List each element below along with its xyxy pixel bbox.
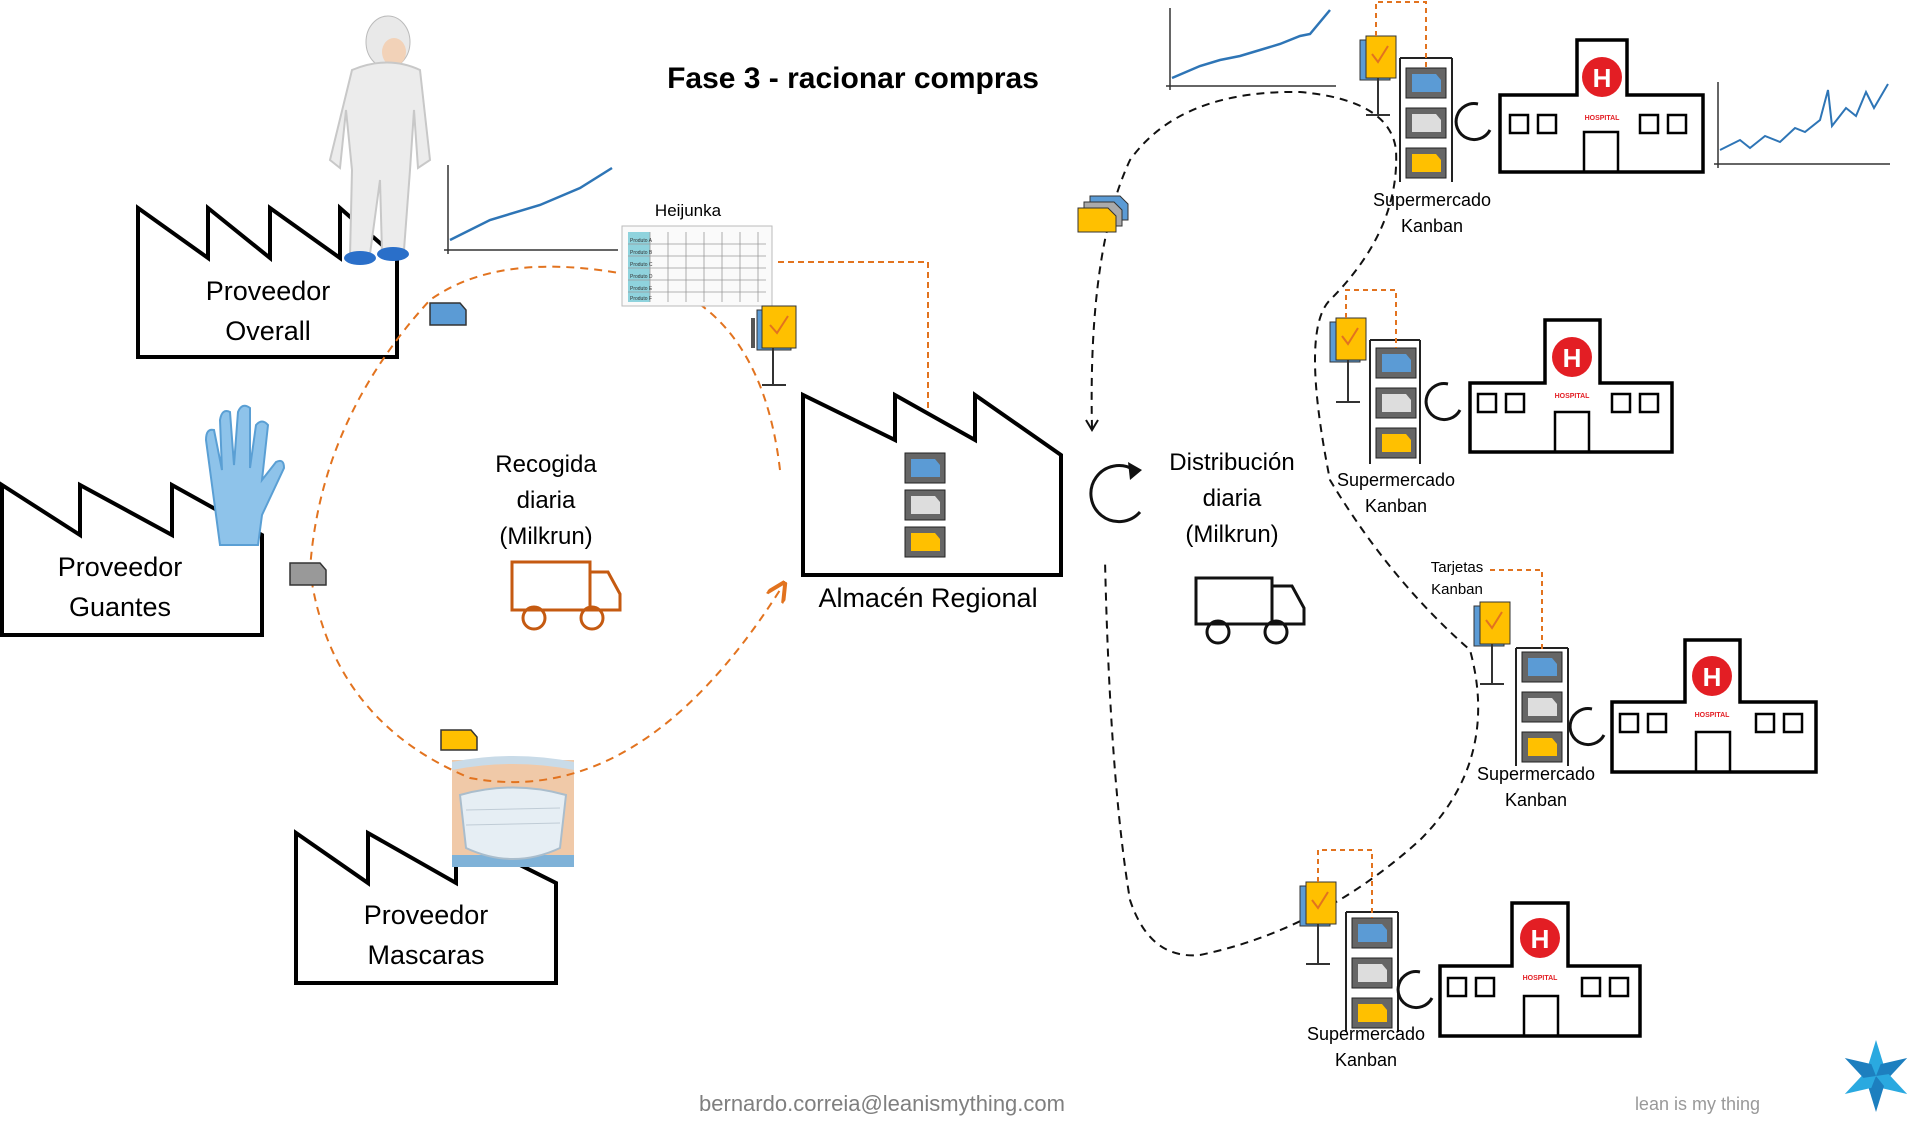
supplier-guantes-line2: Guantes: [69, 592, 171, 622]
hospital-2-cycle-icon: [1424, 382, 1462, 422]
hospital-2-supermarket-line2: Kanban: [1365, 496, 1427, 516]
collection-label: Recogida diaria (Milkrun): [495, 451, 597, 550]
hospital-1-supermarket-line1: Supermercado: [1373, 190, 1491, 210]
heijunka-row-2: Produto B: [630, 250, 653, 256]
hospital-3-sign: HOSPITAL: [1695, 712, 1731, 719]
footer-email: bernardo.correia@leanismything.com: [699, 1091, 1065, 1116]
kanban-card-grey: [289, 562, 327, 586]
heijunka-row-3: Produto C: [630, 262, 653, 268]
heijunka-row-6: Produto F: [630, 296, 652, 302]
hospital-1-supermarket-line2: Kanban: [1401, 216, 1463, 236]
hospital-1-cycle-icon: [1454, 102, 1492, 142]
hospital-4-cycle-icon: [1396, 970, 1434, 1010]
hospital-1-demand-chart: [1714, 82, 1890, 168]
hospital-1: H HOSPITAL: [1498, 38, 1705, 174]
hospital-4-letter: H: [1531, 924, 1550, 954]
warehouse-cycle-icon: [1089, 464, 1142, 524]
orange-truck-icon: [510, 560, 622, 631]
warehouse-supermarket-bins: [904, 452, 946, 558]
distribution-line3: (Milkrun): [1185, 521, 1278, 548]
hospital-2: H HOSPITAL: [1468, 318, 1674, 454]
warehouse-label: Almacén Regional: [818, 583, 1037, 613]
logo-text: lean is my thing: [1635, 1094, 1760, 1114]
kanban-card-yellow: [440, 729, 478, 751]
supplier-mascaras-factory: Proveedor Mascaras: [294, 829, 558, 985]
hospital-2-supermarket: Supermercado Kanban: [1329, 289, 1455, 516]
hospital-1-sign: HOSPITAL: [1585, 115, 1621, 122]
face-mask-person-icon: [452, 756, 574, 867]
glove-icon: [204, 404, 286, 546]
collection-line3: (Milkrun): [499, 523, 592, 550]
distribution-line2: diaria: [1203, 485, 1262, 512]
heijunka-link-line: [778, 261, 929, 452]
hospital-4-supermarket: Supermercado Kanban: [1299, 849, 1425, 1070]
supplier-overall-line1: Proveedor: [206, 276, 331, 306]
regional-demand-chart: [1166, 8, 1336, 90]
hospital-2-supermarket-line1: Supermercado: [1337, 470, 1455, 490]
supplier-mascaras-line2: Mascaras: [367, 940, 484, 970]
hospital-3-letter: H: [1703, 662, 1722, 692]
hospital-4-supermarket-line1: Supermercado: [1307, 1024, 1425, 1044]
heijunka-box: Heijunka Produto A Produto B Produto C P…: [621, 201, 773, 307]
kanban-cards-line2: Kanban: [1431, 581, 1483, 598]
milkrun-distribution-route: [1090, 90, 1480, 957]
hospital-4-supermarket-line2: Kanban: [1335, 1050, 1397, 1070]
hospital-2-letter: H: [1563, 343, 1582, 373]
collection-line1: Recogida: [495, 451, 597, 478]
supplier-guantes-line1: Proveedor: [58, 552, 183, 582]
heijunka-row-1: Produto A: [630, 238, 653, 244]
hospital-3: H HOSPITAL: [1610, 638, 1818, 774]
heijunka-row-4: Produto D: [630, 274, 653, 280]
kanban-cards-line1: Tarjetas: [1431, 559, 1484, 576]
supplier-overall-line2: Overall: [225, 316, 311, 346]
distribution-line1: Distribución: [1169, 449, 1294, 476]
kanban-card-blue: [429, 302, 467, 326]
supplier-mascaras-line1: Proveedor: [364, 900, 489, 930]
warehouse-cycle-arrowhead: [1128, 462, 1142, 480]
supplier-guantes-factory: Proveedor Guantes: [0, 481, 264, 637]
collection-line2: diaria: [517, 487, 576, 514]
hospital-1-letter: H: [1593, 63, 1612, 93]
distribution-label: Distribución diaria (Milkrun): [1169, 449, 1294, 548]
coverall-person-icon: [328, 15, 432, 265]
hospital-3-cycle-icon: [1568, 707, 1606, 747]
regional-warehouse: Almacén Regional: [801, 391, 1063, 613]
hospital-4: H HOSPITAL: [1438, 901, 1642, 1038]
overall-demand-chart: [444, 165, 618, 254]
distribution-route-arrowhead: [1085, 419, 1099, 432]
hospital-4-sign: HOSPITAL: [1523, 975, 1559, 982]
hospital-1-supermarket: Supermercado Kanban: [1359, 1, 1491, 236]
supplier-overall-factory: Proveedor Overall: [136, 203, 399, 359]
kanban-post-warehouse: [751, 305, 797, 386]
heijunka-row-5: Produto E: [630, 286, 653, 292]
hospital-3-supermarket: Tarjetas Kanban Supermercado Kanban: [1431, 559, 1595, 810]
hospital-3-supermarket-line1: Supermercado: [1477, 764, 1595, 784]
heijunka-label: Heijunka: [655, 201, 722, 220]
page-title: Fase 3 - racionar compras: [667, 62, 1039, 95]
hospital-3-supermarket-line2: Kanban: [1505, 790, 1567, 810]
hospital-2-sign: HOSPITAL: [1555, 393, 1591, 400]
kanban-card-stack-route: [1077, 195, 1129, 233]
black-truck-icon: [1194, 576, 1306, 645]
lean-is-my-thing-logo: lean is my thing: [1635, 1040, 1908, 1114]
